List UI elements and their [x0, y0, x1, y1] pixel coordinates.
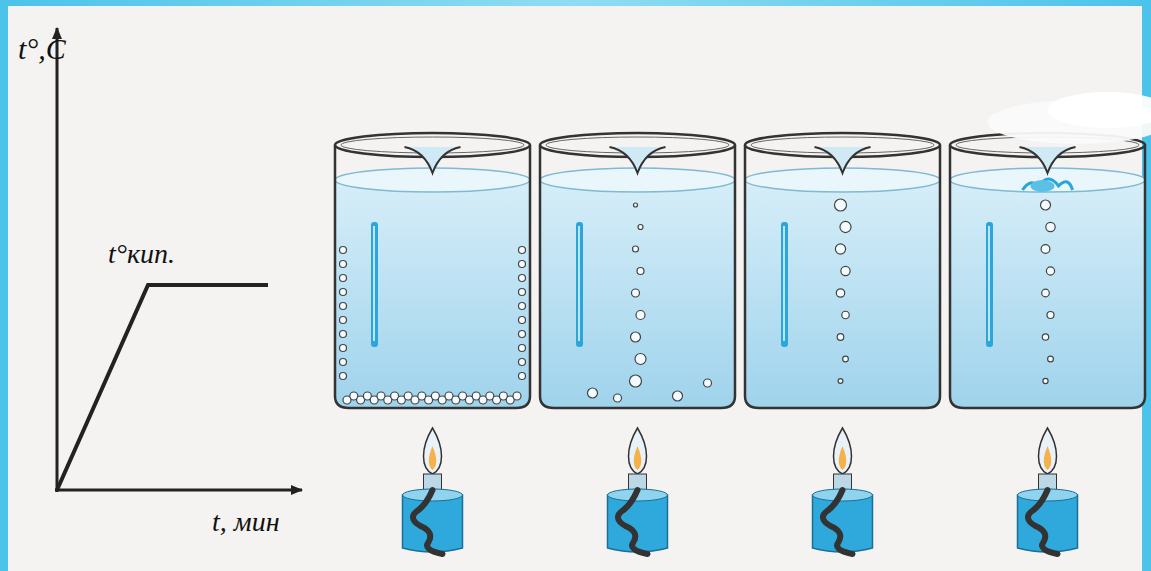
spirit-lamp: [403, 428, 463, 554]
axis-label: t, мин: [212, 508, 280, 536]
spirit-lamp: [813, 428, 873, 554]
beaker: [745, 133, 940, 408]
spirit-lamp: [608, 428, 668, 554]
beaker: [540, 133, 735, 408]
axis-label: t°кип.: [108, 240, 175, 268]
beaker: [950, 92, 1151, 408]
temperature-graph: [55, 28, 302, 492]
beaker: [335, 133, 530, 408]
spirit-lamp: [1018, 428, 1078, 554]
axis-label: t°,C: [18, 34, 66, 64]
